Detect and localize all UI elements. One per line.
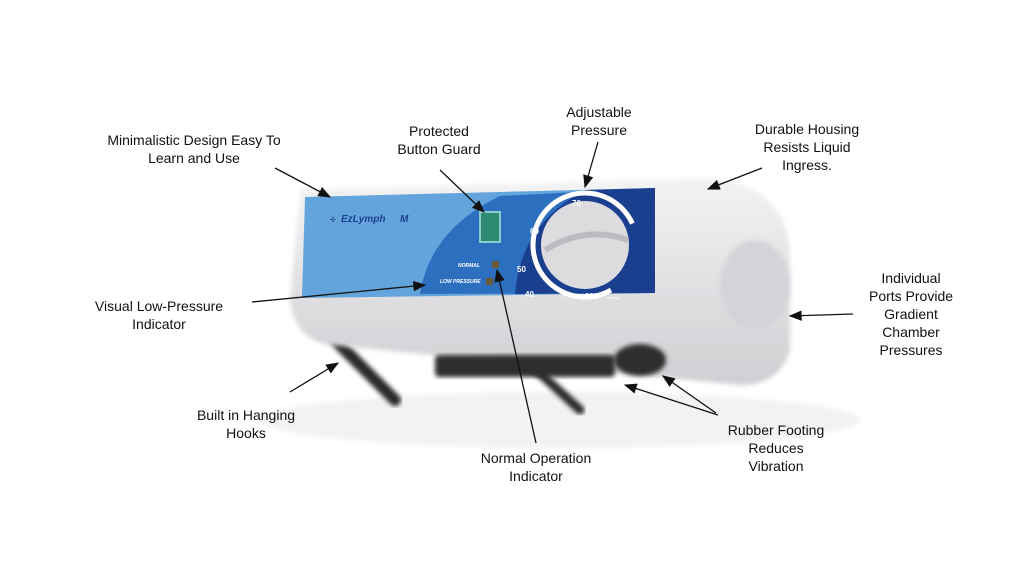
dial-unit: mmHg [607, 295, 619, 300]
dial-label-100: 100 [585, 292, 599, 301]
shadow [260, 392, 860, 448]
arrow-footing-1 [623, 383, 719, 416]
arrow-low-pressure [251, 280, 427, 303]
dial-scale [530, 190, 640, 300]
arrow-housing [706, 167, 763, 190]
dial-label-50: 50 [517, 265, 526, 274]
pressure-dial[interactable] [541, 201, 629, 289]
power-switch[interactable] [479, 211, 501, 243]
arrow-normal [494, 268, 537, 444]
arrow-minimalistic [274, 167, 332, 198]
arrow-hooks [289, 362, 340, 393]
arrow-footing-2 [661, 375, 717, 414]
arrow-pressure [583, 141, 599, 189]
dial-label-70: 70 [572, 199, 581, 208]
rubber-foot-round [614, 344, 666, 376]
dial-label-40: 40 [525, 290, 534, 299]
brand-name: EzLymph [341, 214, 385, 225]
brand-mark: M [400, 214, 409, 225]
low-pressure-indicator-light [486, 278, 493, 285]
dial-label-60: 60 [530, 227, 539, 236]
arrow-button-guard [439, 169, 485, 213]
ports [720, 240, 790, 330]
normal-indicator-light [492, 261, 499, 268]
normal-label: NORMAL [458, 263, 480, 269]
rubber-foot [435, 355, 615, 377]
brand-logo-icon: ✣ [330, 216, 336, 224]
low-pressure-label: LOW PRESSURE [440, 279, 481, 285]
arrow-ports [788, 310, 854, 321]
dial-knob-grip [543, 231, 629, 253]
callout-arrows [251, 141, 854, 444]
